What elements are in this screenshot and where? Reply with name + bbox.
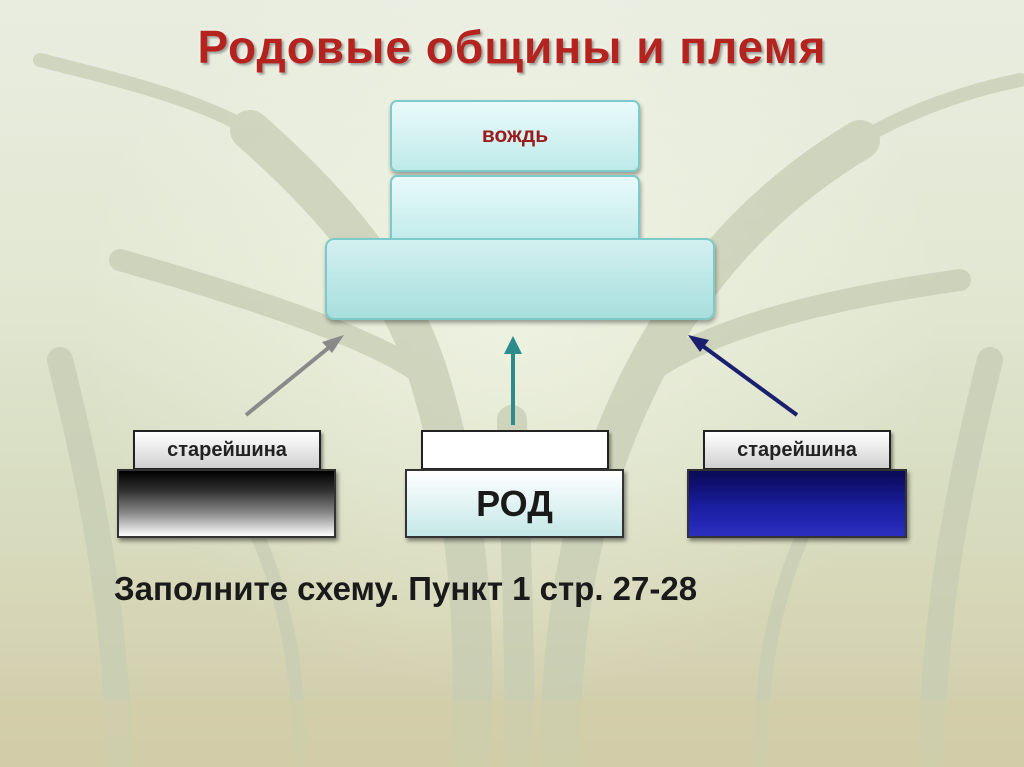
middle-arrow — [504, 336, 522, 425]
right-arrow — [688, 335, 799, 417]
left-elder-label: старейшина — [167, 438, 287, 461]
clan-label: РОД — [476, 482, 553, 524]
left-arrow — [244, 335, 344, 417]
clan-base: РОД — [405, 469, 624, 538]
clan-tab — [421, 430, 609, 470]
left-elder-tab: старейшина — [133, 430, 321, 470]
tribe-box — [325, 238, 715, 320]
instruction-text: Заполните схему. Пункт 1 стр. 27-28 — [114, 570, 698, 607]
left-clan-base — [117, 469, 336, 538]
chief-label: вождь — [481, 124, 549, 147]
chief-box: вождь — [390, 100, 640, 172]
empty-rank-box — [390, 175, 640, 245]
right-clan-base — [687, 469, 907, 538]
slide-title: Родовые общины и племя — [197, 21, 827, 73]
right-elder-tab: старейшина — [703, 430, 891, 470]
right-elder-label: старейшина — [737, 438, 857, 461]
